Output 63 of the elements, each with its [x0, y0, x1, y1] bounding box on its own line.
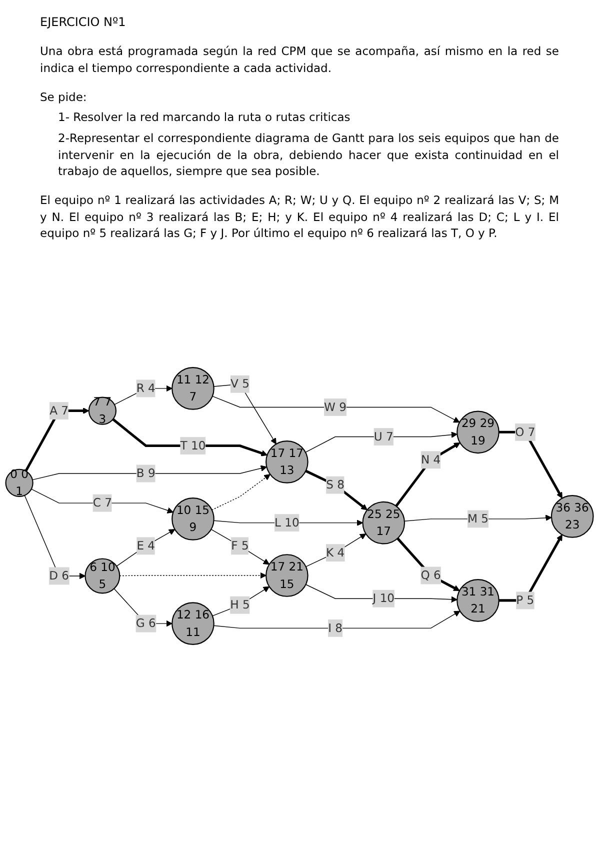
arrow — [24, 408, 90, 472]
node-circle: 6 10 5 — [84, 558, 120, 594]
edge-label: P 5 — [516, 593, 534, 608]
arrow — [305, 534, 366, 568]
edge-label: U 7 — [374, 430, 394, 444]
node-circle: 17 17 13 — [266, 440, 308, 484]
edge-label: G 6 — [136, 616, 156, 630]
arrow — [31, 488, 174, 514]
edge-label: N 4 — [420, 452, 441, 467]
arrow — [213, 384, 276, 444]
edge-label: Q 6 — [420, 568, 441, 582]
edge-label: V 5 — [230, 377, 250, 391]
edge-label: B 9 — [136, 466, 156, 480]
edge-label: H 5 — [230, 598, 250, 612]
node-circle: 11 12 7 — [172, 367, 214, 410]
edge-label: J 10 — [372, 591, 395, 606]
arrow — [212, 586, 270, 616]
node-circle: 25 25 17 — [362, 502, 406, 544]
list-item: 2-Representar el correspondiente diagrama de Gantt para los seis equipos que han de intervenir en la ejecución de la obra, debiendo hacer que exista continuidad en el trabajo de aquellos, siempre que sea posible. — [58, 130, 559, 180]
arrow — [24, 495, 86, 580]
edge-label: O 7 — [515, 425, 536, 439]
arrow — [114, 385, 172, 406]
arrow — [396, 538, 460, 592]
arrow — [305, 470, 368, 510]
arrow — [395, 442, 460, 507]
title: EJERCICIO Nº1 — [40, 14, 127, 31]
arrow — [212, 396, 460, 423]
edge-label: M 5 — [467, 512, 488, 526]
edge-label: C 7 — [92, 496, 112, 510]
note-heading: Se pide: — [40, 88, 88, 106]
edge-label: W 9 — [324, 400, 347, 414]
edge-label: S 8 — [326, 478, 344, 492]
edge-label: D 6 — [49, 568, 69, 583]
arrow — [32, 465, 267, 480]
node-circle: 31 31 21 — [456, 579, 500, 622]
arrow — [114, 588, 172, 627]
arrow — [112, 418, 268, 456]
node-circle: 12 16 11 — [172, 602, 214, 646]
list-item: 1- Resolver la red marcando la ruta o rutas criticas — [58, 109, 352, 126]
arrow — [404, 514, 552, 522]
node-circle: 10 15 9 — [172, 498, 214, 540]
arrow — [210, 529, 270, 565]
edge-label: R 4 — [136, 381, 156, 396]
arrow — [119, 572, 266, 579]
paragraph: Una obra está programada según la red CPM que se acompaña, así mismo en la red se indica el tiempo correspondiente a cada actividad. — [40, 43, 559, 77]
arrow — [116, 529, 176, 567]
arrow — [211, 474, 270, 510]
arrow — [498, 431, 562, 499]
edge-label: L 10 — [274, 516, 300, 530]
paragraph: El equipo nº 1 realizará las actividades A; R; W; U y Q. El equipo nº 2 realizará las V; S; M y N. El equipo nº 3 realizará las B; E; H; y K. El equipo nº 4 realizará las D; C; L y I. El equipo nº 5 realizará las G; F y J. Por último el equipo nº 6 realizará las T, O y P. — [40, 192, 559, 242]
node-circle: 17 21 15 — [266, 554, 308, 598]
edge-label: E 4 — [136, 538, 156, 553]
edge-label: A 7 — [50, 404, 68, 418]
arrow — [213, 610, 460, 629]
node-circle: 29 29 19 — [456, 410, 500, 454]
edge-label: T 10 — [180, 438, 206, 452]
edge-label: I 8 — [328, 621, 342, 635]
arrow — [305, 584, 458, 603]
arrow — [498, 534, 562, 602]
edge-label: F 5 — [231, 538, 249, 553]
arrow — [305, 432, 458, 453]
edge-label: K 4 — [326, 546, 345, 560]
node-circle: 36 36 23 — [550, 495, 594, 538]
